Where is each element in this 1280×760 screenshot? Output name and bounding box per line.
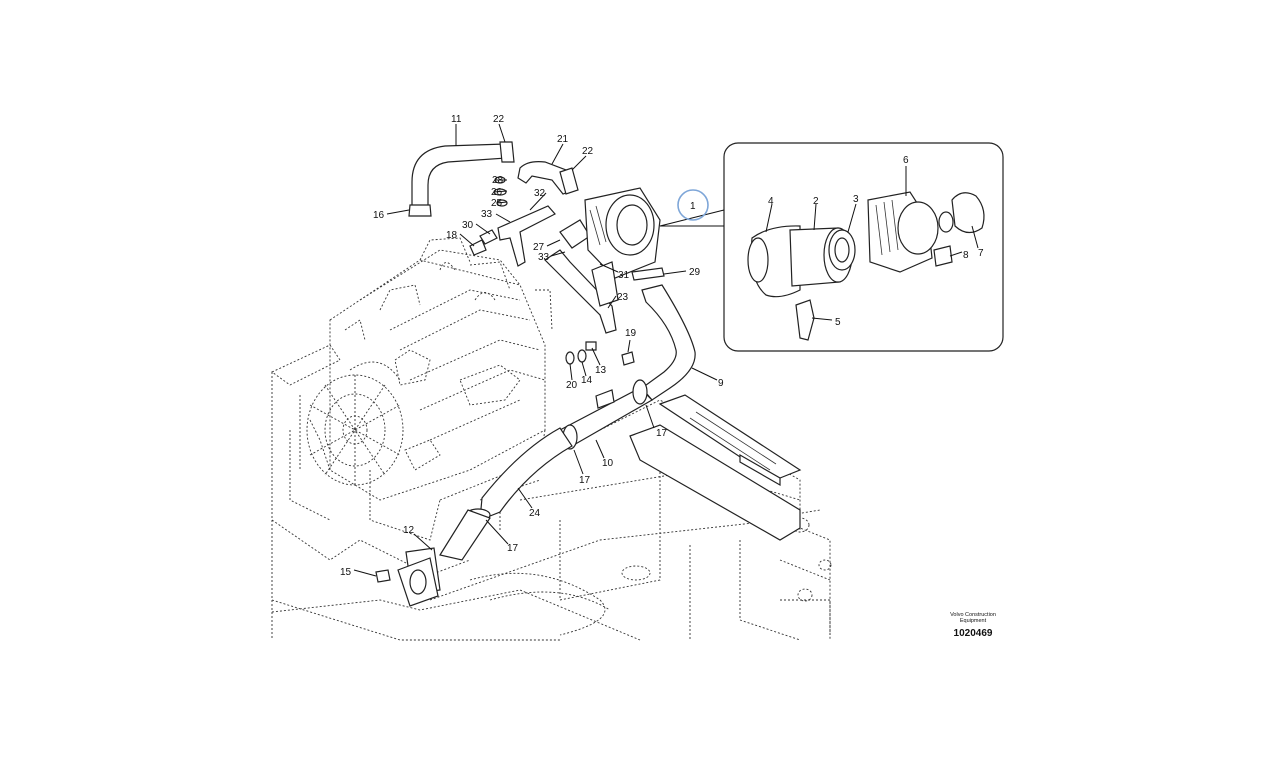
label-part-2: 2 [813,196,819,207]
label-part-31: 31 [618,270,630,281]
label-part-14: 14 [581,375,593,386]
label-part-12: 12 [403,525,415,536]
label-part-28: 28 [492,175,504,186]
intake-hose-11 [408,141,515,217]
label-part-9: 9 [718,378,724,389]
inner-element-3 [828,229,856,271]
dust-valve-5 [795,299,815,341]
label-part-18: 18 [446,230,458,241]
brand-caption: Volvo Construction Equipment [930,612,1016,624]
mounting-bracket-23 [497,205,617,334]
label-part-11: 11 [451,114,462,125]
label-part-4: 4 [768,196,774,207]
label-part-29: 29 [689,267,701,278]
intake-pipe-10 [559,379,653,450]
intake-hose-21 [517,161,579,195]
label-part-17: 17 [656,428,668,439]
label-part-26: 26 [491,187,503,198]
document-number: 1020469 [953,628,993,639]
outlet-cap-7 [938,192,985,234]
label-part-5: 5 [835,317,841,328]
cooling-fan [306,374,404,486]
label-part-10: 10 [602,458,614,469]
clamp-8 [933,245,953,267]
leader-lines [353,123,979,577]
label-part-15: 15 [340,567,352,578]
part-labels: 11 22 21 22 16 28 26 25 32 33 30 18 27 3… [340,114,984,578]
engine-block [309,237,553,541]
label-part-32: 32 [534,188,546,199]
label-part-17: 17 [507,543,519,554]
label-part-22: 22 [493,114,505,125]
label-part-8: 8 [963,250,969,261]
cross-member [629,394,802,541]
label-part-6: 6 [903,155,909,166]
label-part-20: 20 [566,380,578,391]
brand-line-1: Volvo Construction [950,612,996,618]
label-part-25: 25 [491,198,503,209]
label-part-3: 3 [853,194,859,205]
label-part-19: 19 [625,328,637,339]
label-part-16: 16 [373,210,385,221]
cleaner-body-6 [867,191,939,273]
label-part-13: 13 [595,365,607,376]
label-part-23: 23 [617,292,629,303]
brand-line-2: Equipment [959,618,987,624]
label-part-21: 21 [557,134,569,145]
filter-housing-4 [747,225,801,298]
label-part-30: 30 [462,220,474,231]
label-part-33: 33 [481,209,493,220]
highlight-ring [677,189,709,221]
air-cleaner-assembled [584,187,661,307]
label-part-27: 27 [533,242,545,253]
label-part-22: 22 [582,146,594,157]
label-part-24: 24 [529,508,541,519]
label-part-1: 1 [690,201,696,212]
label-part-33: 33 [538,252,550,263]
label-part-7: 7 [978,248,984,259]
label-part-17: 17 [579,475,591,486]
elbow-12 [397,509,491,607]
exploded-view-panel [659,142,1004,352]
intake-pipe-24 [465,427,573,522]
